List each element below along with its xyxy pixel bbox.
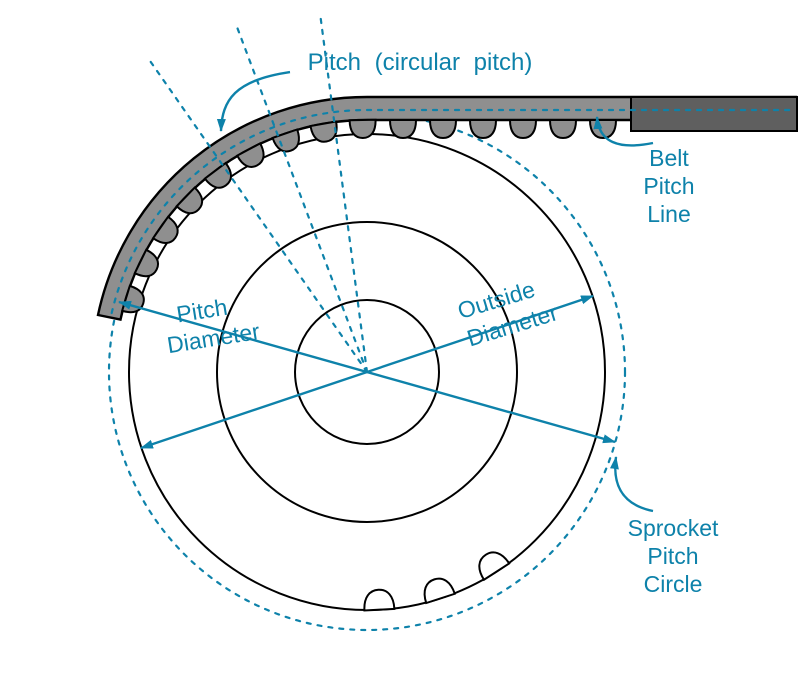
belt-pitch-line-dashed [110,108,798,315]
outside-diameter-label: Outside Diameter [455,276,562,351]
pitch-diameter-label: Pitch Diameter [165,294,262,359]
svg-text:Line: Line [647,201,690,227]
sprocket-pitch-circle-label: Sprocket Pitch Circle [628,515,719,597]
pitch-diameter-arrow [118,300,616,444]
svg-text:Belt: Belt [649,145,689,171]
belt-teeth [121,118,617,317]
sprocket-tooth-grooves [362,545,511,612]
pitch-label: Pitch (circular pitch) [308,49,533,76]
svg-text:Pitch: Pitch [647,543,698,569]
svg-text:Pitch: Pitch [175,294,230,328]
pitch-leader-arrow [216,70,291,132]
timing-belt [96,95,798,322]
svg-text:Sprocket: Sprocket [628,515,719,541]
pitch-angle-rays [146,11,369,374]
sprocket-pitch-circle-leader-arrow [609,456,654,513]
svg-text:Circle: Circle [644,571,703,597]
belt-pitch-line-leader-arrow [593,116,654,147]
belt-solid-section [630,96,798,132]
sprocket-pitch-circle-dashed [107,112,627,632]
belt-pitch-line-label: Belt Pitch Line [643,145,694,227]
svg-text:Pitch: Pitch [643,173,694,199]
